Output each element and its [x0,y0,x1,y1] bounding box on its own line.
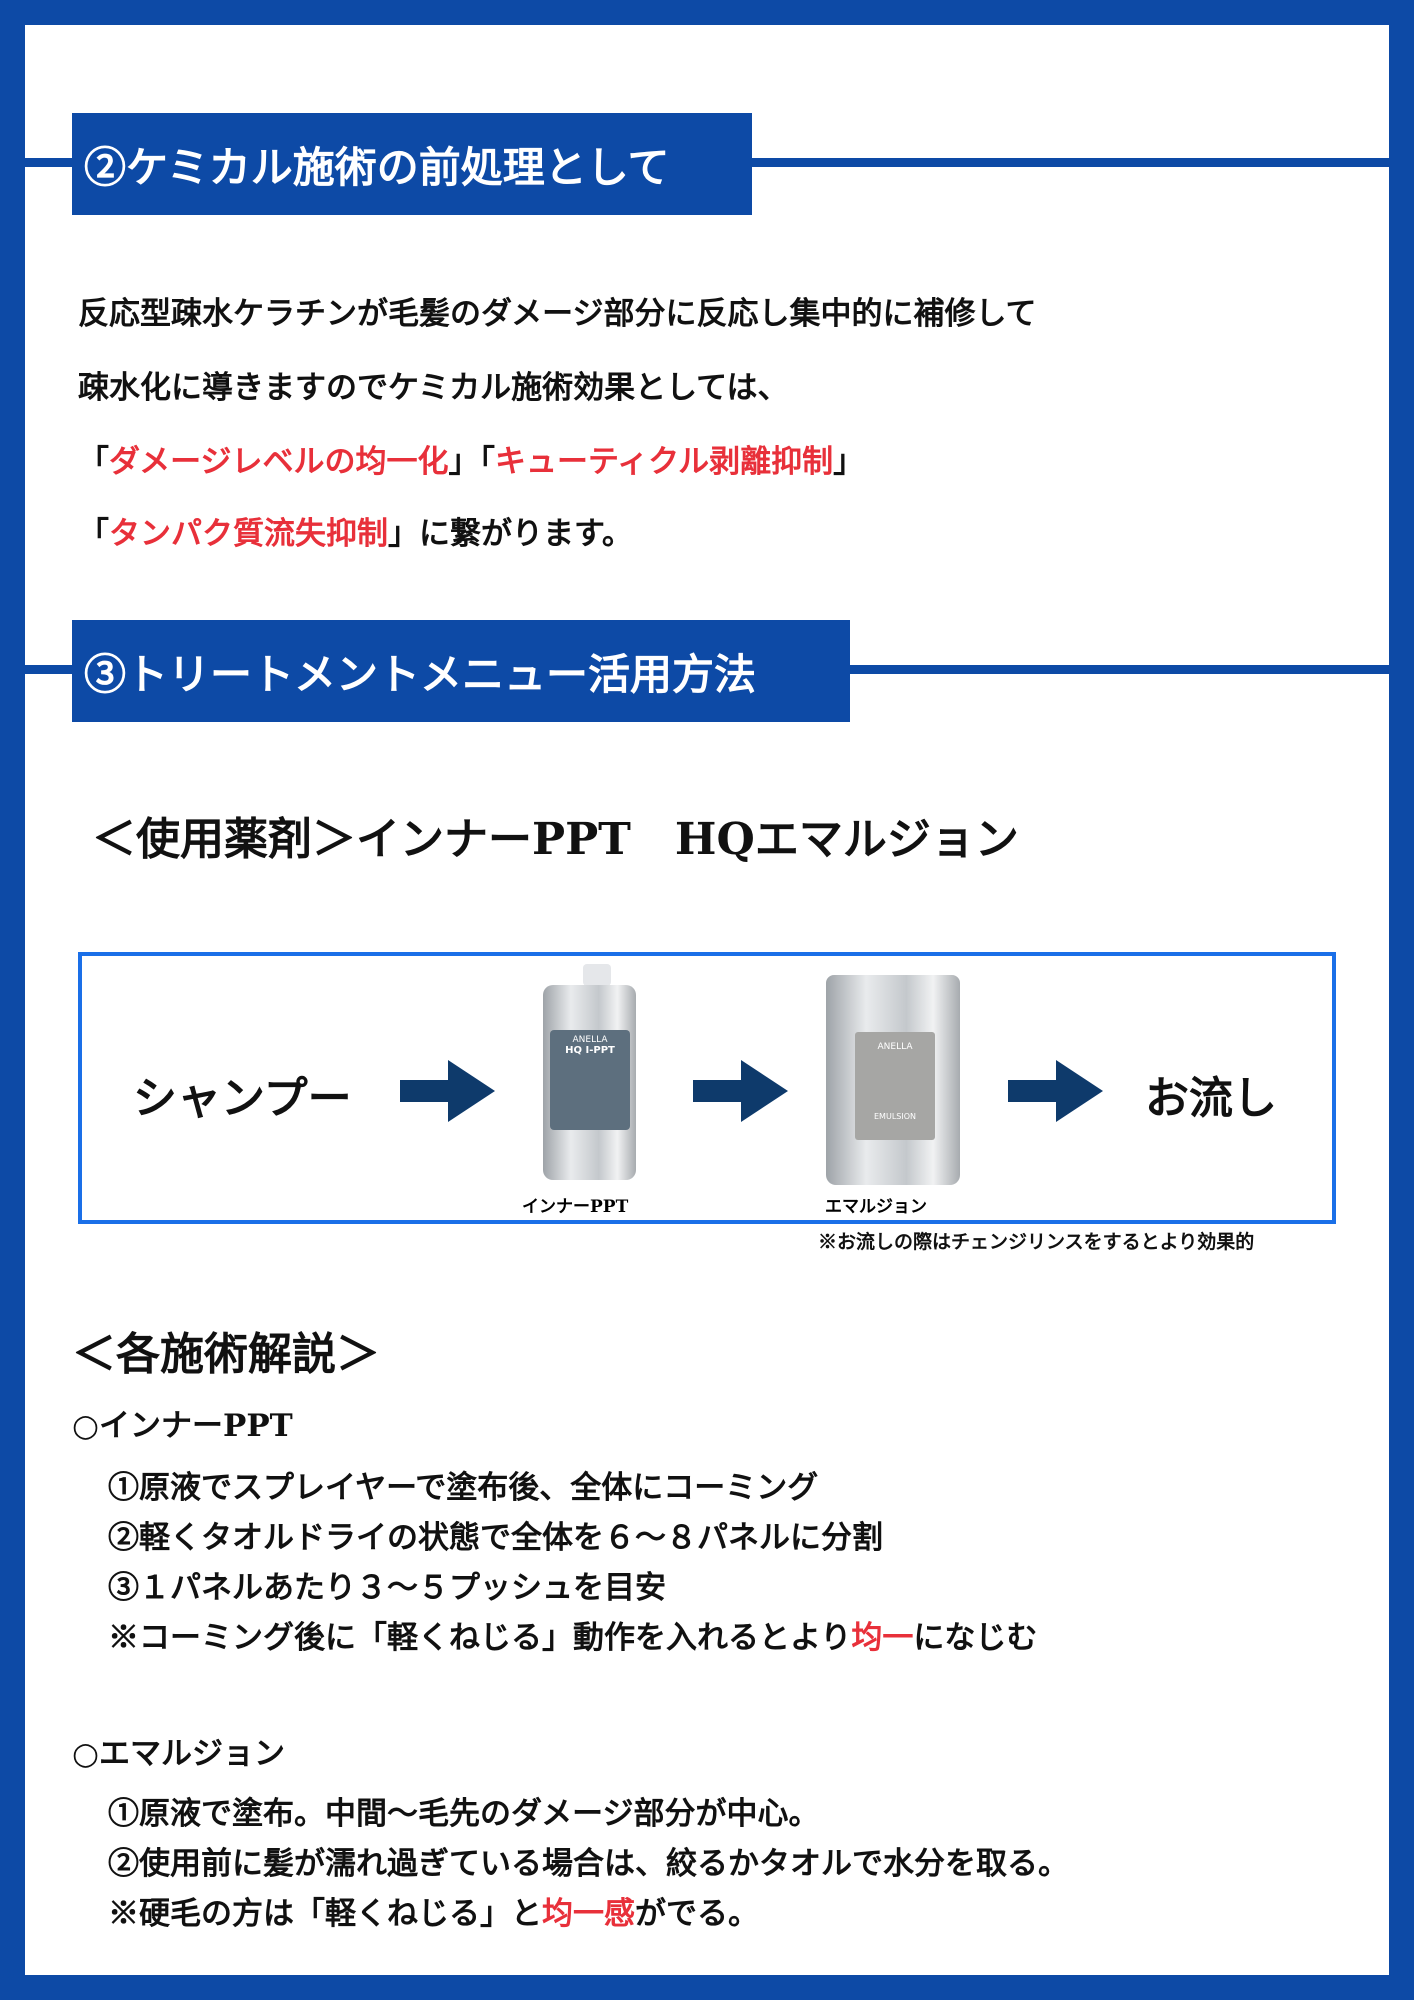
arrow-right-icon [1008,1060,1103,1122]
arrow-right-icon [400,1060,495,1122]
list-item: ①原液で塗布。中間～毛先のダメージ部分が中心。 [108,1796,820,1832]
ppt-note: ※コーミング後に「軽くねじる」動作を入れるとより均一になじむ [108,1612,1037,1657]
text-run: 」 [833,444,865,480]
chemicals-used: ＜使用薬剤＞インナーPPT HQエマルジョン [92,814,1019,865]
explain-title: ＜各施術解説＞ [72,1329,380,1380]
highlight-text: タンパク質流失抑制 [109,516,388,552]
para-line: 反応型疎水ケラチンが毛髪のダメージ部分に反応し集中的に補修して [78,296,1037,332]
list-item: ②使用前に髪が濡れ過ぎている場合は、絞るかタオルで水分を取る。 [108,1846,1069,1882]
text-run: 「 [78,516,109,552]
emulsion-note: ※硬毛の方は「軽くねじる」と均一感がでる。 [108,1888,759,1933]
section2-heading: ②ケミカル施術の前処理として [72,113,752,215]
text-run: ※硬毛の方は「軽くねじる」と [108,1896,542,1932]
text-run: がでる。 [635,1896,759,1932]
product-name: HQ I-PPT [565,1045,615,1056]
product-name: EMULSION [874,1112,916,1121]
list-item: ②軽くタオルドライの状態で全体を６～８パネルに分割 [108,1520,883,1556]
highlight-text: ダメージレベルの均一化 [109,444,449,480]
para-line: 疎水化に導きますのでケミカル施術効果としては、 [78,370,789,406]
page-frame [25,25,1389,1975]
para-line-highlight: 「ダメージレベルの均一化」「キューティクル剥離抑制」 [78,436,864,481]
emulsion-heading: ○エマルジョン [72,1736,286,1772]
highlight-text: 均一 [851,1620,914,1656]
text-run: 」に繋がります。 [388,516,633,552]
text-run: 」「 [448,444,495,480]
para-line-highlight: 「タンパク質流失抑制」に繋がります。 [78,508,633,553]
step-rinse: お流し [1145,1073,1277,1124]
product-brand: ANELLA [877,1042,913,1052]
section3-heading: ③トリートメントメニュー活用方法 [72,620,850,722]
highlight-text: キューティクル剥離抑制 [494,444,834,480]
text-run: 「 [78,444,109,480]
product-label: インナーPPT [522,1197,629,1217]
ppt-heading: ○インナーPPT [72,1408,293,1444]
process-flow [78,952,1336,1224]
flow-note: ※お流しの際はチェンジリンスをするとより効果的 [818,1231,1255,1253]
highlight-text: 均一感 [542,1896,635,1932]
product-label: エマルジョン [825,1197,927,1217]
arrow-right-icon [693,1060,788,1122]
list-item: ①原液でスプレイヤーで塗布後、全体にコーミング [108,1470,819,1506]
product-brand: ANELLA [572,1035,608,1045]
step-shampoo: シャンプー [133,1073,352,1124]
text-run: ※コーミング後に「軽くねじる」動作を入れるとより [108,1620,852,1656]
list-item: ③１パネルあたり３～５プッシュを目安 [108,1570,666,1606]
text-run: になじむ [913,1620,1038,1656]
